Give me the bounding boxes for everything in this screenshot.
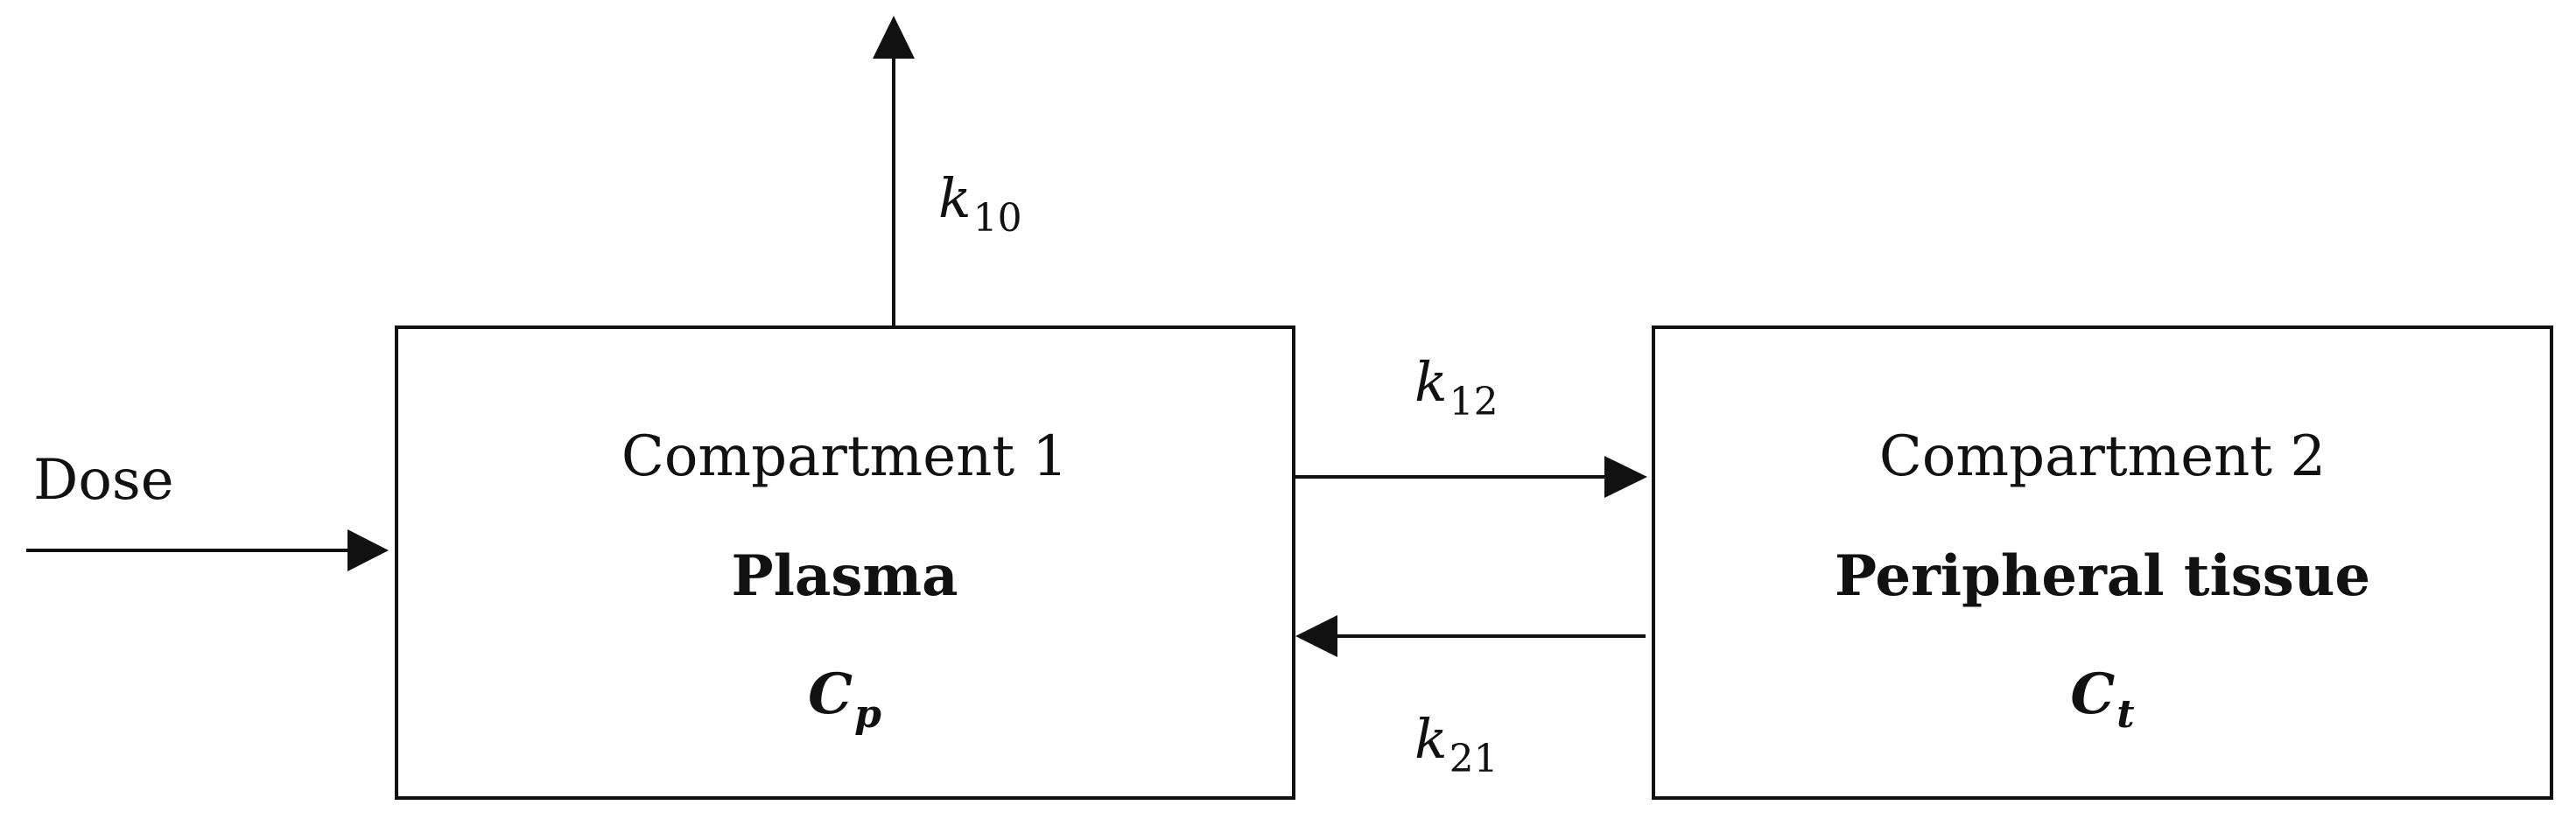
rate-k21-symbol: k xyxy=(1414,707,1448,771)
rate-k10-symbol: k xyxy=(938,166,972,230)
compartment-2-name: Peripheral tissue xyxy=(1835,543,2370,609)
rate-k21-subscript: 21 xyxy=(1449,737,1499,781)
transfer-arrow-1-to-2 xyxy=(1295,456,1647,498)
rate-k12-symbol: k xyxy=(1414,350,1448,414)
compartment-2-box xyxy=(1652,326,2553,800)
compartment-2-conc-subscript: t xyxy=(2116,692,2134,737)
rate-k10-subscript: 10 xyxy=(973,196,1022,241)
compartment-1-name: Plasma xyxy=(731,543,958,609)
rate-k12-label: k12 xyxy=(1414,350,1499,424)
transfer-arrow-2-to-1 xyxy=(1295,615,1646,657)
compartment-2-title: Compartment 2 xyxy=(1879,424,2326,489)
compartment-2-concentration: Ct xyxy=(2070,662,2134,737)
rate-k10-label: k10 xyxy=(938,166,1022,241)
rate-k21-label: k21 xyxy=(1414,707,1499,781)
compartment-1-conc-subscript: p xyxy=(854,692,881,737)
dose-arrow xyxy=(26,529,389,571)
dose-label: Dose xyxy=(33,448,174,513)
rate-k12-subscript: 12 xyxy=(1449,380,1499,424)
compartment-1-title: Compartment 1 xyxy=(621,424,1068,489)
elimination-arrow xyxy=(873,16,915,326)
compartment-1-conc-symbol: C xyxy=(808,662,853,727)
compartment-1-box xyxy=(395,326,1295,800)
compartment-2-conc-symbol: C xyxy=(2070,662,2115,727)
compartment-1-concentration: Cp xyxy=(808,662,881,737)
